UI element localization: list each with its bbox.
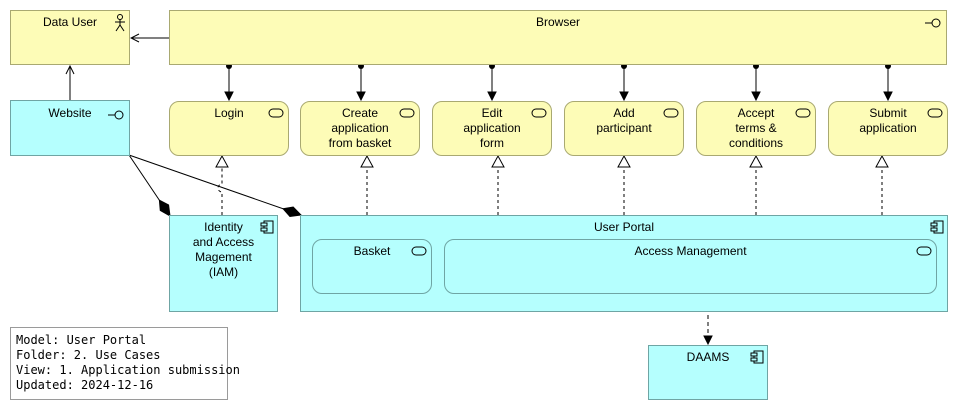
browser-label: Browser <box>535 15 580 29</box>
legend-updated: Updated: 2024-12-16 <box>16 378 154 392</box>
access-management-service[interactable]: Access Management <box>444 239 937 294</box>
submit-application-label: Submit application <box>859 106 917 135</box>
legend-view: View: 1. Application submission <box>16 363 240 377</box>
link-website-to-portal <box>128 154 301 215</box>
actor-icon <box>115 14 125 32</box>
service-icon <box>399 108 415 118</box>
submit-application-service[interactable]: Submit application <box>828 101 948 156</box>
link-website-to-iam <box>128 154 170 216</box>
access-management-label: Access Management <box>634 244 747 258</box>
login-service[interactable]: Login <box>169 101 289 156</box>
component-icon <box>930 220 944 234</box>
daams-component[interactable]: DAAMS <box>648 345 768 400</box>
service-icon <box>531 108 547 118</box>
link-iam-to-login <box>215 154 229 215</box>
iam-component[interactable]: Identity and Access Magement (IAM) <box>169 215 278 312</box>
model-info-legend: Model: User Portal Folder: 2. Use Cases … <box>10 327 240 400</box>
website-node[interactable]: Website <box>10 100 130 156</box>
iam-label: Identity and Access Magement (IAM) <box>192 220 255 279</box>
user-portal-label: User Portal <box>593 220 655 234</box>
daams-label: DAAMS <box>686 350 730 364</box>
legend-folder: Folder: 2. Use Cases <box>16 348 161 362</box>
add-participant-label: Add participant <box>596 106 652 135</box>
create-application-label: Create application from basket <box>328 106 392 150</box>
basket-service[interactable]: Basket <box>312 239 432 294</box>
service-icon <box>916 246 932 256</box>
interface-icon <box>925 18 941 28</box>
service-icon <box>411 246 427 256</box>
component-icon <box>750 350 764 364</box>
edit-application-service[interactable]: Edit application form <box>432 101 552 156</box>
service-icon <box>268 108 284 118</box>
data-user-label: Data User <box>42 15 98 29</box>
interface-icon <box>108 110 124 120</box>
service-icon <box>927 108 943 118</box>
edit-application-label: Edit application form <box>463 106 521 150</box>
accept-terms-label: Accept terms & conditions <box>728 106 784 150</box>
component-icon <box>260 220 274 234</box>
browser-node[interactable]: Browser <box>169 10 947 65</box>
accept-terms-service[interactable]: Accept terms & conditions <box>696 101 816 156</box>
create-application-service[interactable]: Create application from basket <box>300 101 420 156</box>
login-label: Login <box>214 106 244 120</box>
data-user-node[interactable]: Data User <box>10 10 130 65</box>
add-participant-service[interactable]: Add participant <box>564 101 684 156</box>
website-label: Website <box>48 106 92 120</box>
legend-model: Model: User Portal <box>16 333 147 347</box>
service-icon <box>663 108 679 118</box>
service-icon <box>795 108 811 118</box>
basket-label: Basket <box>353 244 391 258</box>
